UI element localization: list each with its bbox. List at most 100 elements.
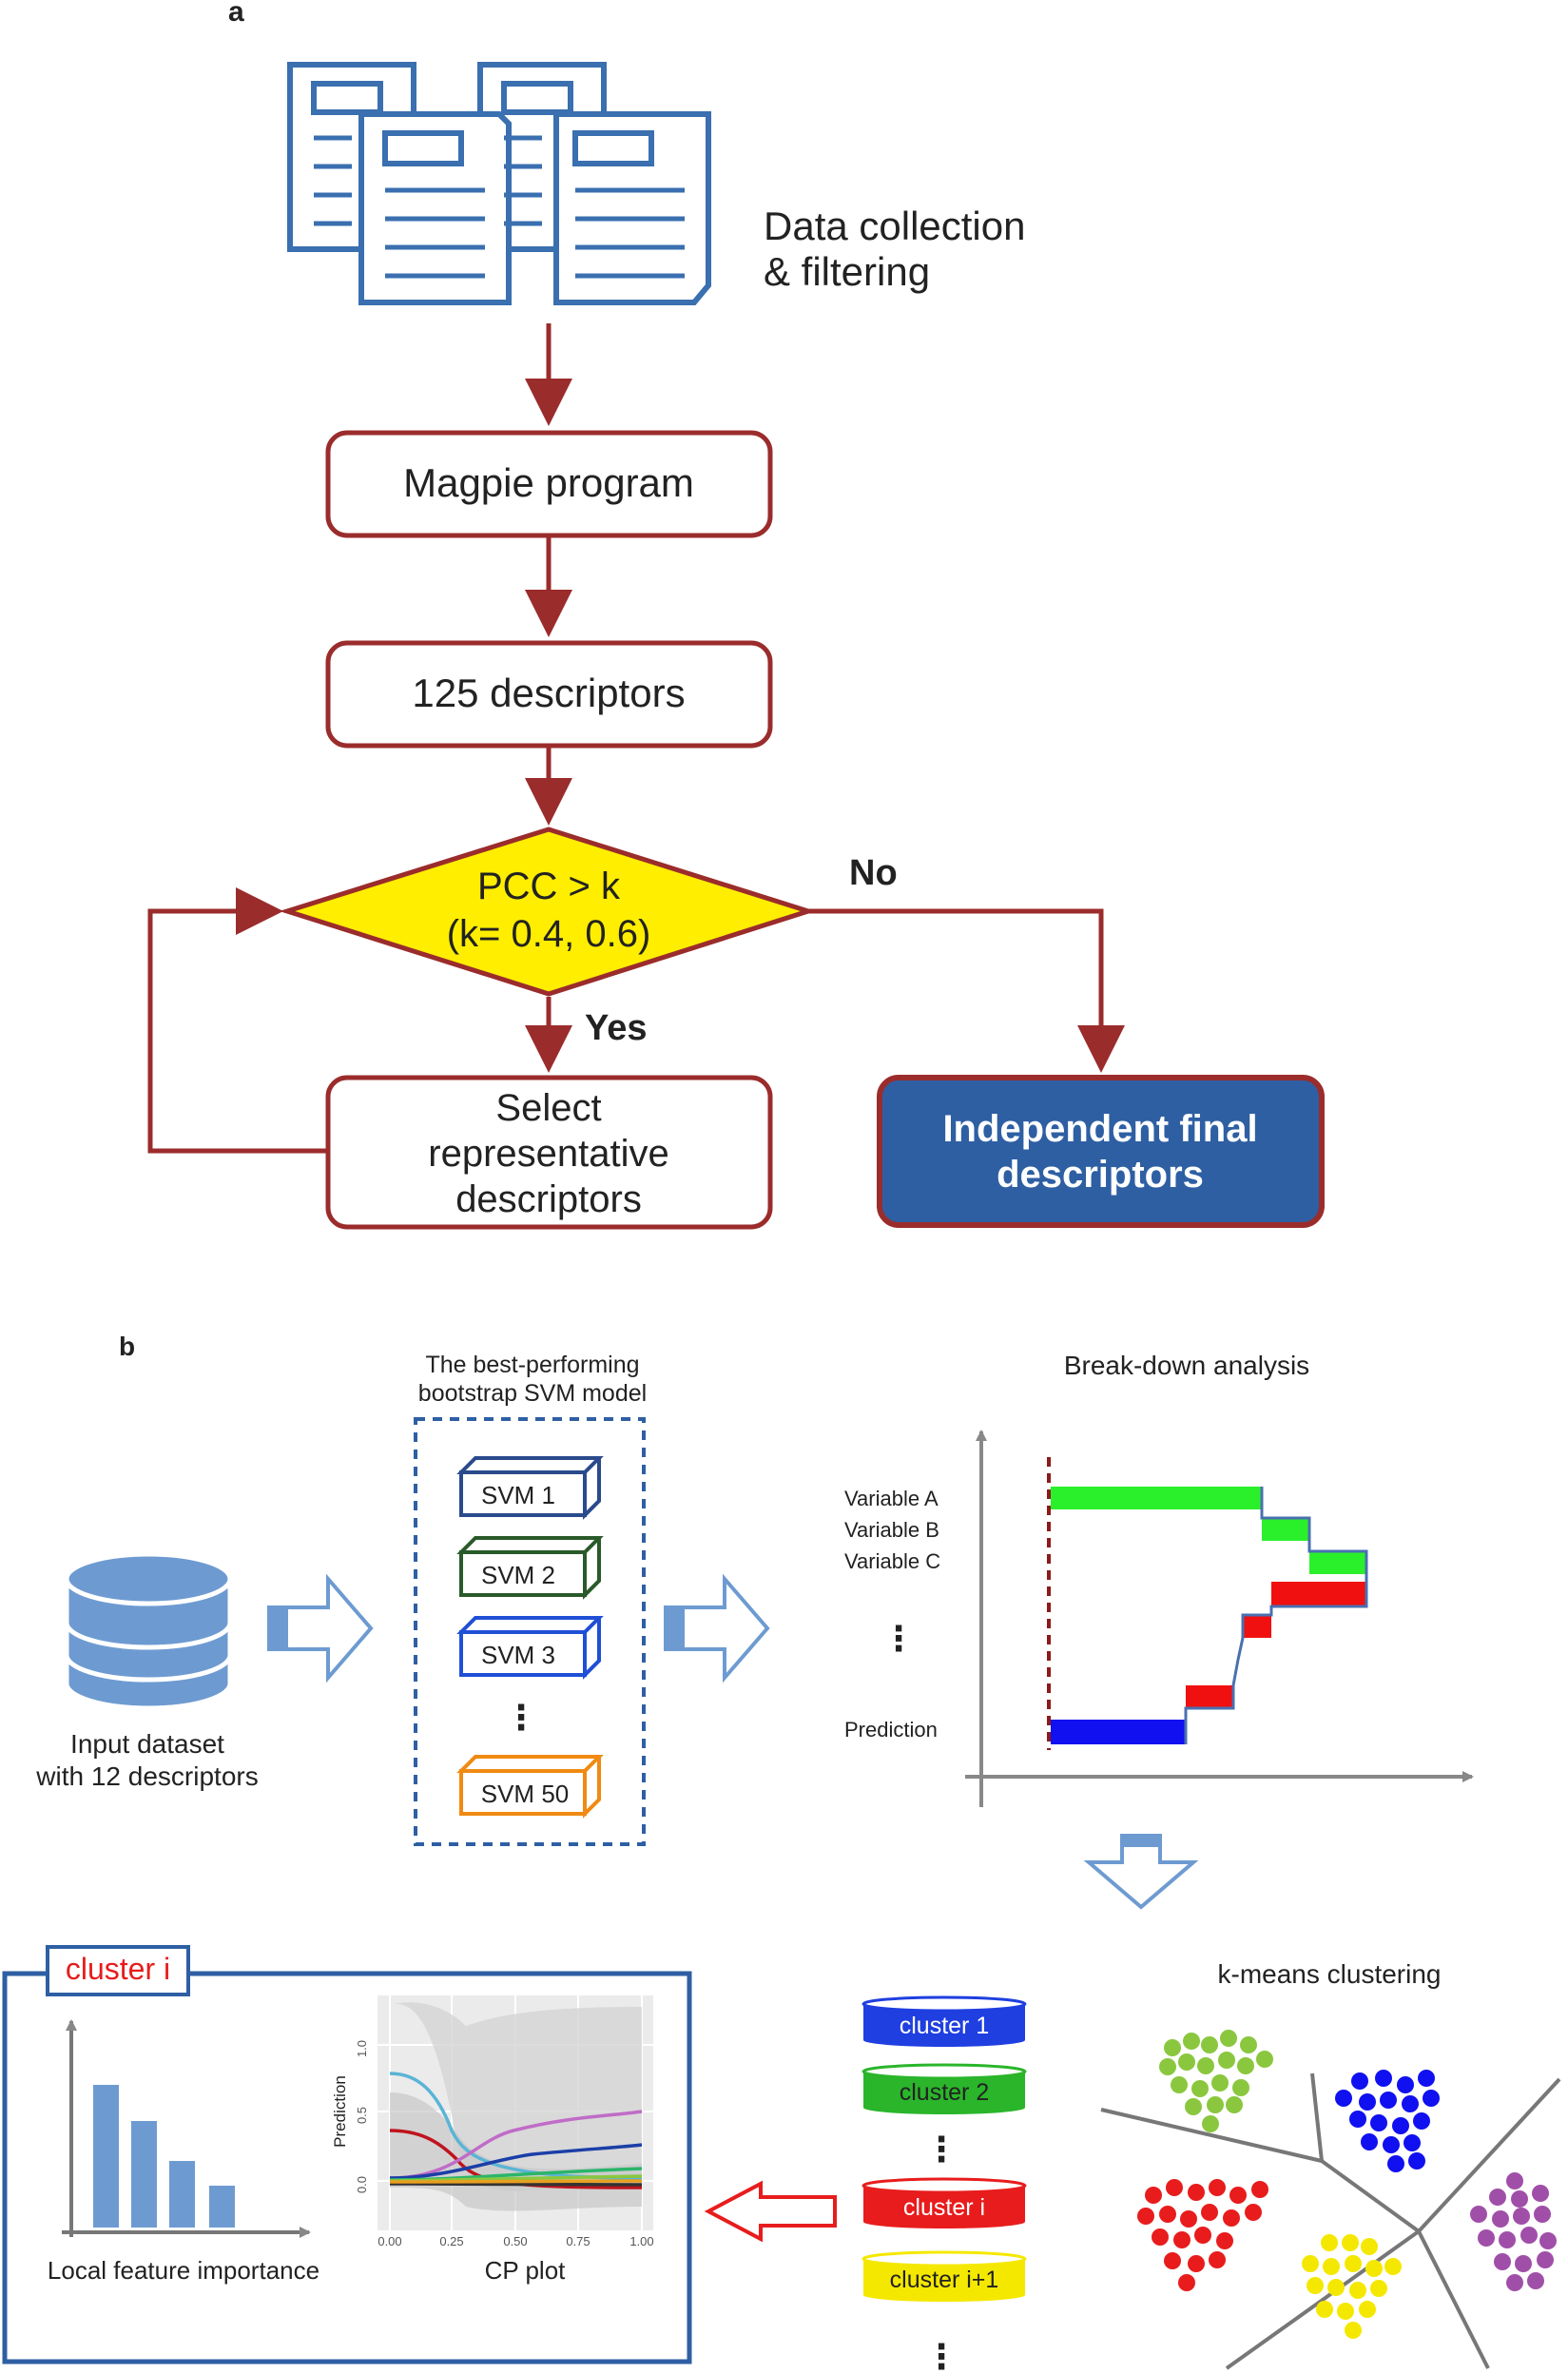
kmeans-point <box>1499 2231 1516 2248</box>
cp-xtick-1: 0.25 <box>439 2234 463 2248</box>
svm-title-1: The best-performing <box>425 1352 639 1378</box>
kmeans-point <box>1349 2111 1366 2128</box>
cluster-i1-cylinder: cluster i+1 <box>861 2250 1027 2302</box>
kmeans-point <box>1337 2303 1354 2320</box>
variable-b-label: Variable B <box>844 1518 939 1542</box>
cluster-cylinders: cluster 1 cluster 2 ⋮ cluster i cluster … <box>861 1995 1027 2374</box>
kmeans-point <box>1211 2074 1229 2092</box>
kmeans-point <box>1520 2227 1538 2244</box>
kmeans-point <box>1345 2255 1362 2272</box>
kmeans-point <box>1216 2232 1233 2249</box>
kmeans-points <box>1137 2030 1557 2339</box>
svm-model-2: SVM 2 <box>456 1536 604 1600</box>
cluster-1-label: cluster 1 <box>900 2013 989 2039</box>
kmeans-point <box>1159 2058 1176 2075</box>
final-label-1: Independent final <box>942 1108 1257 1150</box>
cluster-ellipsis-1: ⋮ <box>924 2130 958 2169</box>
kmeans-title: k-means clustering <box>1218 1959 1442 1989</box>
kmeans-point <box>1164 2252 1181 2269</box>
local-feature-axes <box>62 2019 311 2238</box>
kmeans-point <box>1178 2274 1195 2291</box>
kmeans-point <box>1537 2251 1554 2268</box>
decision-label-1: PCC > k <box>477 866 621 907</box>
kmeans-point <box>1345 2322 1362 2339</box>
kmeans-point <box>1229 2187 1247 2204</box>
breakdown-ellipsis: ⋮ <box>881 1619 916 1658</box>
cluster-i-cylinder: cluster i <box>861 2177 1027 2228</box>
input-label-2: with 12 descriptors <box>35 1761 258 1791</box>
panel-a-label: a <box>228 0 244 28</box>
kmeans-point <box>1180 2210 1197 2228</box>
kmeans-point <box>1387 2155 1404 2172</box>
kmeans-point <box>1383 2136 1400 2153</box>
svm-50-label: SVM 50 <box>481 1780 570 1808</box>
kmeans-point <box>1178 2053 1195 2071</box>
svm-title-2: bootstrap SVM model <box>418 1380 647 1407</box>
data-collection-label-2: & filtering <box>764 249 930 294</box>
kmeans-point <box>1402 2095 1419 2112</box>
local-feature-label: Local feature importance <box>48 2256 319 2285</box>
kmeans-point <box>1188 2255 1205 2272</box>
select-label-3: descriptors <box>455 1178 642 1220</box>
cp-ytick-2: 1.0 <box>355 2040 369 2057</box>
magpie-label: Magpie program <box>403 460 694 505</box>
cp-ytick-1: 0.5 <box>355 2107 369 2124</box>
kmeans-point <box>1418 2070 1435 2087</box>
cp-plot-label: CP plot <box>485 2256 567 2285</box>
svm-2-label: SVM 2 <box>481 1561 555 1589</box>
kmeans-point <box>1494 2253 1511 2270</box>
magpie-box <box>325 430 773 538</box>
kmeans-point <box>1185 2098 1202 2115</box>
cluster-i-tag-label: cluster i <box>66 1952 170 1986</box>
kmeans-point <box>1511 2190 1528 2208</box>
final-descriptors-box <box>877 1075 1325 1228</box>
kmeans-point <box>1403 2134 1421 2151</box>
kmeans-point <box>1202 2115 1219 2132</box>
kmeans-point <box>1166 2179 1183 2196</box>
input-label-1: Input dataset <box>70 1729 224 1759</box>
panel-b-label: b <box>119 1332 135 1361</box>
cluster-i1-label: cluster i+1 <box>890 2267 999 2293</box>
svm-model-50: SVM 50 <box>456 1755 604 1819</box>
kmeans-point <box>1492 2210 1509 2228</box>
decision-label-2: (k= 0.4, 0.6) <box>447 913 651 955</box>
svm-ellipsis: ⋮ <box>504 1698 538 1737</box>
svm-model-1: SVM 1 <box>456 1456 604 1520</box>
kmeans-point <box>1527 2272 1544 2289</box>
kmeans-point <box>1513 2208 1530 2225</box>
prediction-label: Prediction <box>844 1718 938 1742</box>
kmeans-point <box>1191 2080 1209 2097</box>
variable-c-label: Variable C <box>844 1549 940 1573</box>
kmeans-point <box>1209 2179 1226 2196</box>
documents-icon <box>287 62 711 305</box>
kmeans-point <box>1539 2232 1557 2249</box>
kmeans-point <box>1316 2301 1333 2318</box>
kmeans-point <box>1197 2057 1214 2074</box>
kmeans-point <box>1207 2096 1224 2113</box>
kmeans-point <box>1361 2238 1378 2255</box>
kmeans-point <box>1171 2076 1188 2093</box>
kmeans-point <box>1245 2204 1262 2221</box>
cluster-2-cylinder: cluster 2 <box>861 2063 1027 2114</box>
select-label-2: representative <box>428 1133 668 1175</box>
kmeans-point <box>1152 2228 1169 2246</box>
kmeans-point <box>1423 2090 1440 2107</box>
kmeans-point <box>1226 2096 1243 2113</box>
cp-plot: Prediction 0.0 0.5 1.0 0.00 0.25 0.50 0.… <box>331 1995 654 2248</box>
kmeans-point <box>1237 2057 1254 2074</box>
kmeans-point <box>1159 2206 1176 2223</box>
descriptors-125-label: 125 descriptors <box>412 671 685 715</box>
yes-label: Yes <box>585 1008 648 1048</box>
kmeans-point <box>1327 2279 1345 2296</box>
kmeans-point <box>1361 2133 1378 2150</box>
cp-ylabel: Prediction <box>331 2075 349 2148</box>
kmeans-point <box>1218 2052 1235 2069</box>
select-box <box>325 1075 773 1230</box>
variable-a-label: Variable A <box>844 1487 939 1510</box>
kmeans-point <box>1209 2251 1226 2268</box>
kmeans-point <box>1506 2172 1523 2189</box>
database-icon <box>64 1551 233 1711</box>
kmeans-point <box>1408 2152 1425 2170</box>
kmeans-point <box>1351 2072 1368 2090</box>
